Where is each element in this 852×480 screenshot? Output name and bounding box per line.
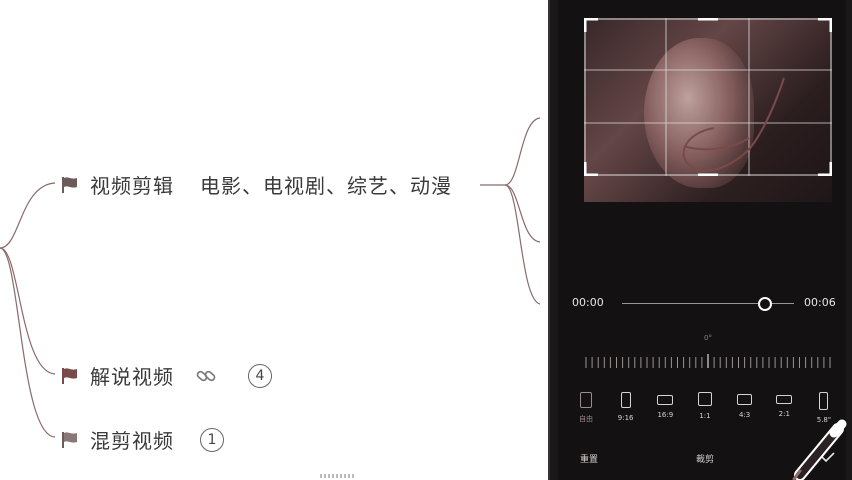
playback-slider[interactable] (622, 303, 794, 304)
link-icon[interactable] (194, 364, 218, 388)
mindmap-node-video-editing[interactable]: 视频剪辑 电影、电视剧、综艺、动漫 (60, 170, 452, 199)
reset-button[interactable]: 重置 (580, 455, 599, 465)
current-time: 00:00 (572, 296, 604, 309)
ratio-label: 自由 (579, 415, 593, 423)
handwriting-annotation (682, 77, 785, 172)
aspect-ratio-bar: 自由 9:16 16:9 1:1 4:3 (570, 392, 840, 424)
mindmap-node-commentary-video[interactable]: 解说视频 4 (60, 361, 272, 390)
ratio-option-9-16[interactable]: 9:16 (610, 392, 642, 424)
phone-ratio-icon (819, 392, 829, 410)
mindmap-node-mashup-video[interactable]: 混剪视频 1 (60, 425, 224, 454)
node-label: 混剪视频 (90, 429, 174, 453)
count-badge: 1 (200, 427, 224, 452)
ratio-label: 1:1 (699, 412, 711, 420)
count-badge: 4 (248, 363, 272, 388)
ratio-option-free[interactable]: 自由 (570, 392, 602, 424)
scroll-indicator[interactable] (320, 474, 356, 478)
ratio-label: 9:16 (617, 414, 634, 422)
total-time: 00:06 (804, 296, 836, 309)
ratio-option-4-3[interactable]: 4:3 (729, 392, 761, 424)
ratio-option-5-8[interactable]: 5.8" (808, 392, 840, 424)
phone-frame: 00:00 00:06 0° 自由 9:16 16:9 (548, 0, 852, 480)
landscape-ratio-icon (657, 395, 674, 405)
ratio-label: 2:1 (778, 410, 790, 418)
ratio-label: 5.8" (816, 416, 832, 424)
pen-cursor-icon (792, 419, 847, 480)
mindmap-connectors (0, 117, 541, 438)
node-label: 视频剪辑 (90, 174, 174, 198)
ratio-option-16-9[interactable]: 16:9 (649, 392, 681, 424)
playback-slider-knob[interactable] (757, 297, 772, 311)
crop-editor: 00:00 00:06 0° 自由 9:16 16:9 (558, 0, 846, 480)
ratio-option-1-1[interactable]: 1:1 (689, 392, 721, 424)
flag-icon (62, 431, 77, 448)
crop-grid[interactable] (584, 18, 832, 176)
two-one-ratio-icon (776, 395, 793, 404)
ratio-label: 4:3 (738, 411, 751, 419)
flag-icon (62, 367, 77, 384)
four-three-ratio-icon (737, 394, 753, 405)
node-label: 解说视频 (90, 365, 174, 389)
video-frame-image (644, 38, 754, 188)
node-note: 电影、电视剧、综艺、动漫 (200, 174, 452, 198)
confirm-check-icon[interactable] (820, 450, 836, 464)
video-preview[interactable] (584, 18, 832, 202)
ratio-option-2-1[interactable]: 2:1 (768, 392, 800, 424)
crop-tab-title: 裁剪 (696, 455, 715, 465)
rotation-value: 0° (704, 334, 712, 342)
free-ratio-icon (580, 392, 592, 408)
portrait-ratio-icon (620, 392, 631, 408)
ratio-label: 16:9 (657, 411, 674, 419)
flag-icon (62, 176, 77, 193)
square-ratio-icon (697, 392, 712, 406)
rotation-ruler[interactable] (584, 354, 834, 368)
